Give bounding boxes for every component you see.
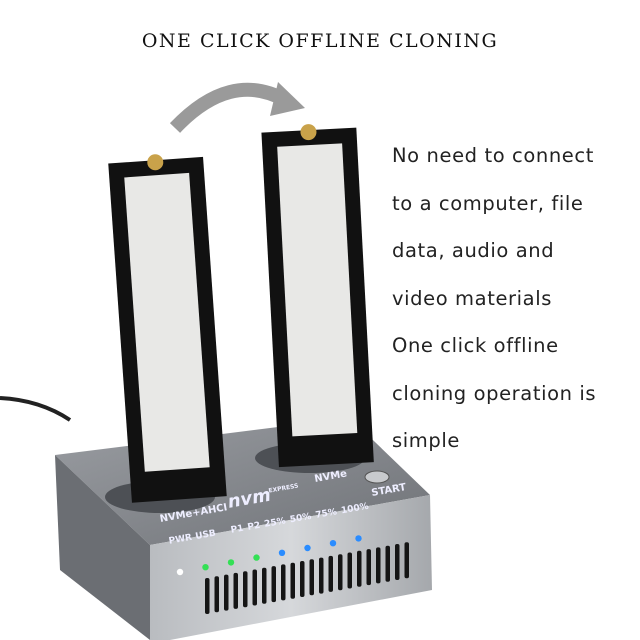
description-line: simple xyxy=(392,429,460,452)
vent-slot xyxy=(347,552,352,589)
description-line: data, audio and xyxy=(392,239,555,262)
led-indicator xyxy=(329,540,337,547)
led-indicator xyxy=(355,535,362,542)
arrow-head-icon xyxy=(270,82,305,116)
ssd-right xyxy=(261,124,374,468)
vent-slot xyxy=(290,562,295,599)
vent-slot xyxy=(300,561,305,597)
ssd-left xyxy=(108,154,227,503)
vent-slot xyxy=(328,555,333,592)
indicator-label-usb: USB xyxy=(195,529,217,542)
vent-slot xyxy=(214,576,219,613)
clone-arrow xyxy=(169,82,289,133)
indicator-label-100: 100% xyxy=(340,502,369,517)
led-indicator xyxy=(304,544,311,552)
led-indicator xyxy=(253,554,260,561)
description-line: video materials xyxy=(392,286,553,310)
indicator-label-p1: P1 xyxy=(230,524,244,536)
indicator-label-50: 50% xyxy=(289,512,312,526)
vent-slot xyxy=(262,567,267,604)
indicator-label-p2: P2 xyxy=(247,521,261,533)
description: No need to connect to a computer, file d… xyxy=(392,132,640,465)
vent-slot xyxy=(319,557,324,594)
vent-slot xyxy=(309,559,314,596)
vent-slot xyxy=(395,544,400,580)
vent-slot xyxy=(252,569,257,606)
vent-slot xyxy=(366,549,371,586)
start-button[interactable] xyxy=(364,470,390,484)
indicator-label-75: 75% xyxy=(315,507,338,521)
vent-slot xyxy=(357,550,362,587)
indicator-label-25: 25% xyxy=(264,516,287,530)
led-indicator xyxy=(227,559,235,566)
led-indicator xyxy=(278,549,286,556)
vent-slot xyxy=(376,547,381,584)
description-line: No need to connect xyxy=(392,144,594,167)
vent-grille xyxy=(205,542,409,614)
vent-slot xyxy=(243,571,248,608)
led-indicator xyxy=(202,564,209,571)
vent-slot xyxy=(338,554,343,591)
vent-slot xyxy=(385,545,390,582)
description-line: cloning operation is xyxy=(392,381,597,405)
vent-slot xyxy=(224,574,229,611)
vent-slot xyxy=(205,578,210,614)
description-line: One click offline xyxy=(392,334,559,357)
headline: ONE CLICK OFFLINE CLONING xyxy=(141,30,499,52)
description-line: to a computer, file xyxy=(392,191,584,215)
led-indicator xyxy=(176,568,184,576)
dock-side xyxy=(55,455,150,640)
usb-cable xyxy=(0,396,72,422)
vent-slot xyxy=(271,566,276,603)
vent-slot xyxy=(233,572,238,609)
vent-slot xyxy=(404,542,409,579)
indicator-label-pwr: PWR xyxy=(168,533,193,547)
led-row xyxy=(176,535,362,576)
vent-slot xyxy=(281,564,286,601)
